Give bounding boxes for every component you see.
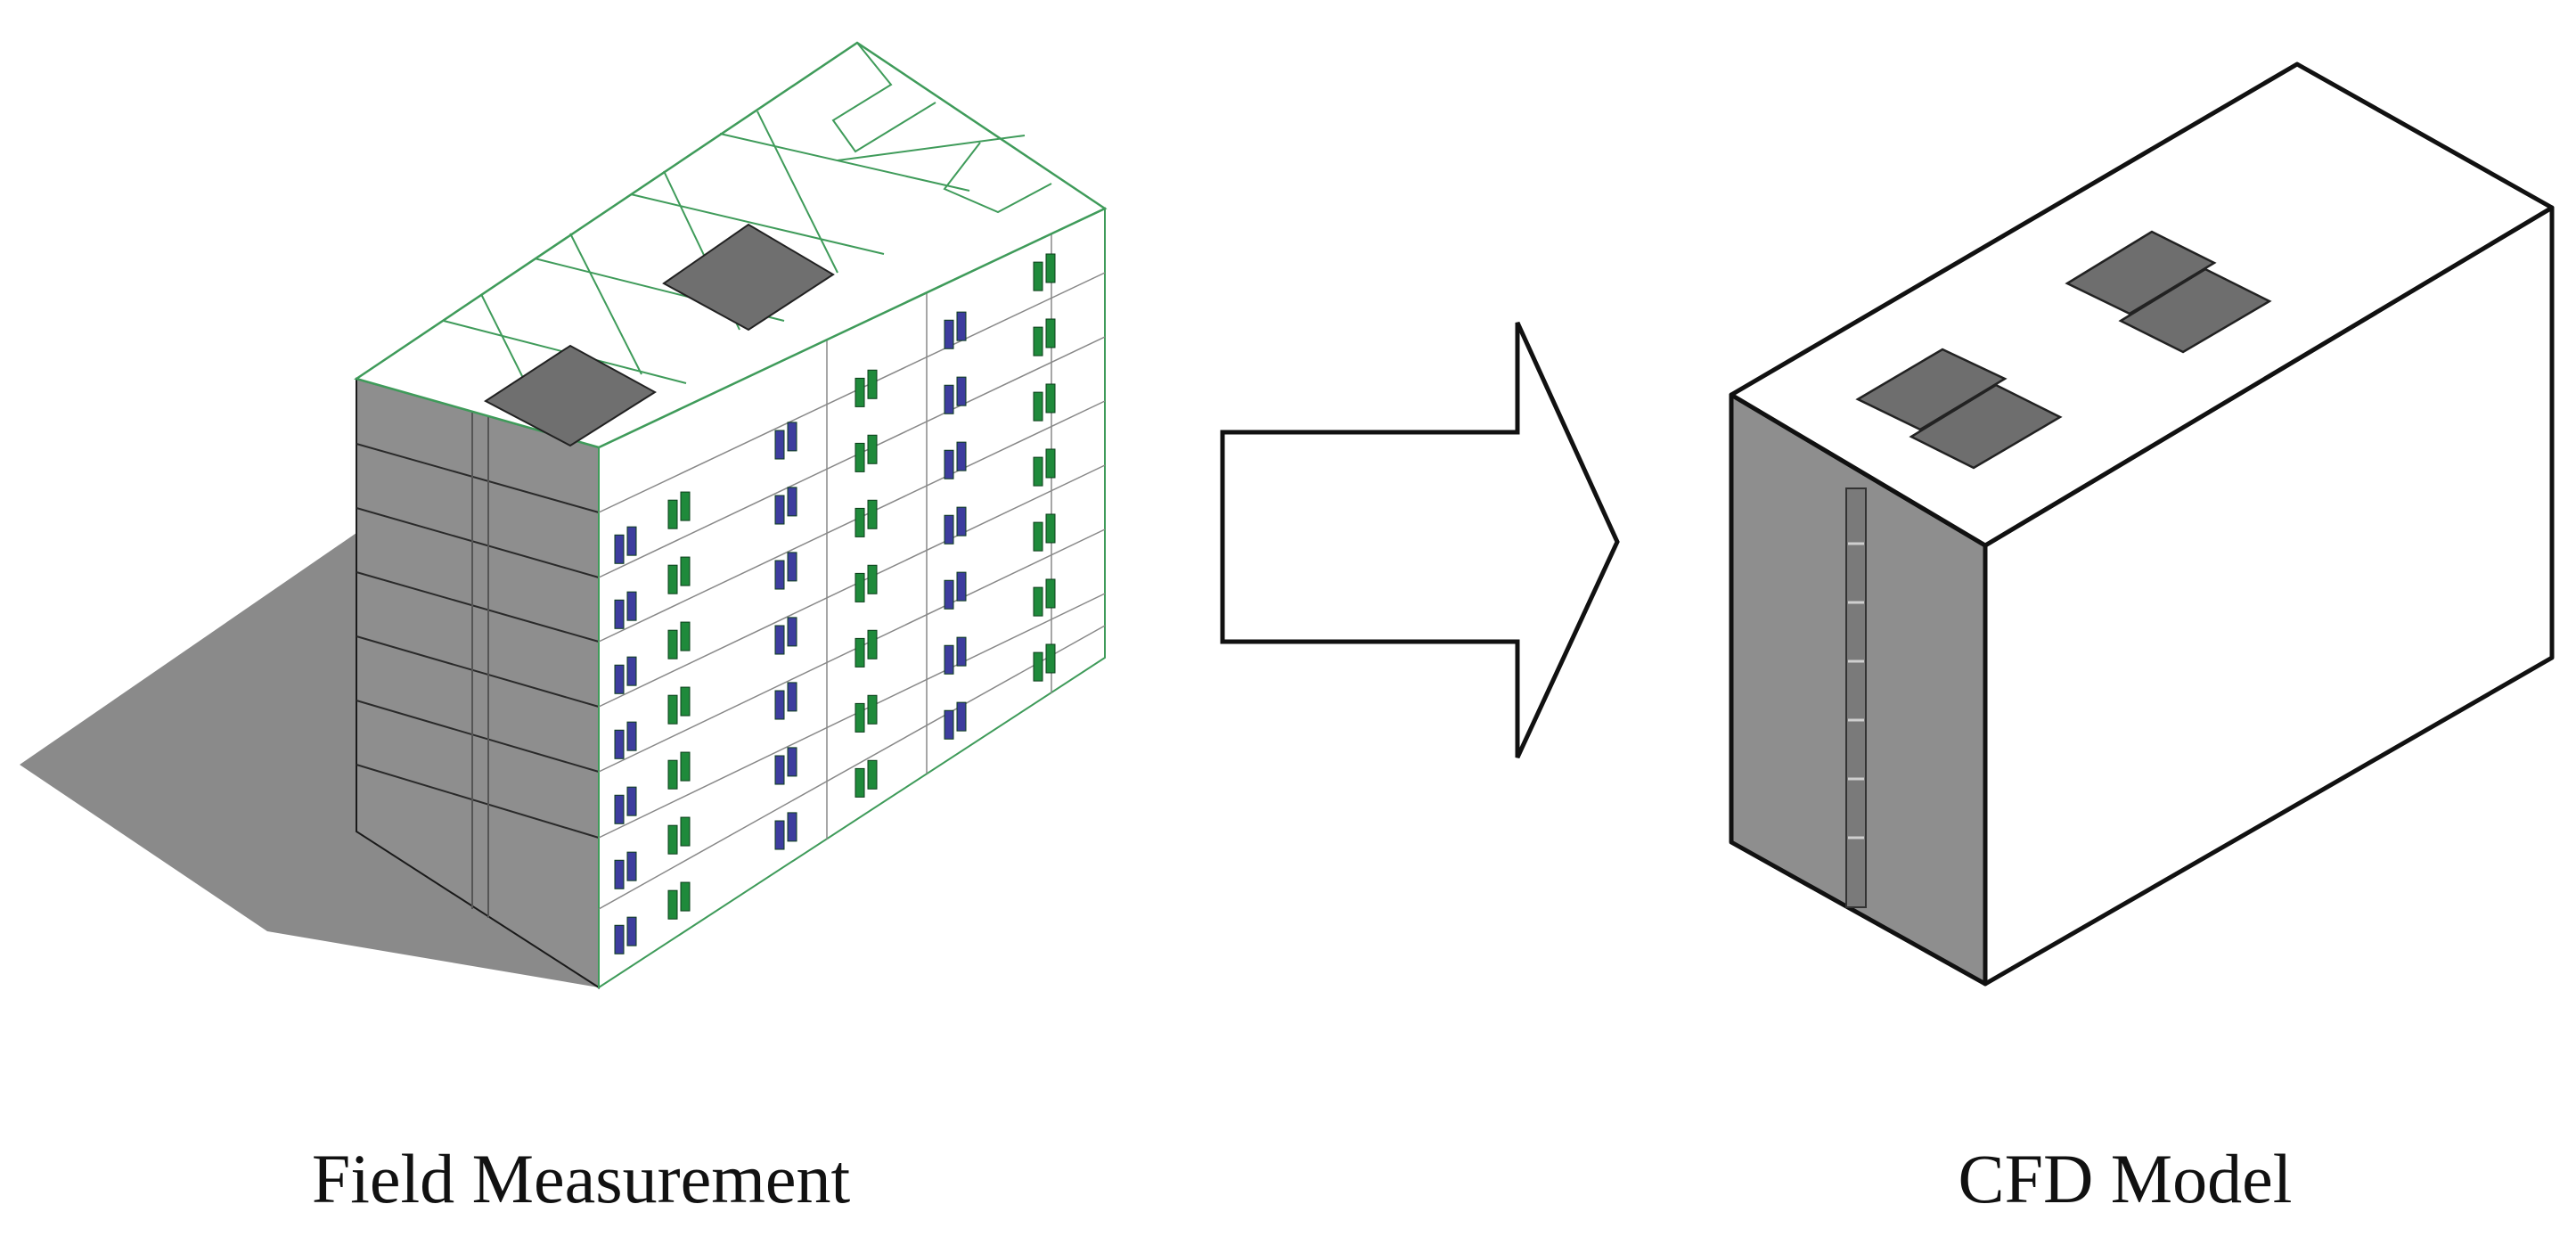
- roof-partition-lines: [443, 42, 1052, 420]
- window-pane: [867, 564, 878, 594]
- window-pane: [1033, 651, 1043, 682]
- window-pane: [855, 637, 865, 668]
- window-pane: [956, 701, 967, 732]
- window-pane: [956, 506, 967, 536]
- side-wall-floor-lines: [356, 412, 600, 918]
- window-pane: [1045, 513, 1056, 544]
- window-pane: [956, 441, 967, 471]
- window-pane: [626, 721, 637, 751]
- window-pane: [774, 755, 785, 785]
- cfd-model-caption: CFD Model: [1958, 1140, 2293, 1217]
- window-pane: [626, 591, 637, 621]
- window-pane: [626, 916, 637, 946]
- window-pane: [614, 599, 625, 629]
- window-pane: [774, 495, 785, 525]
- window-pane: [1033, 521, 1043, 552]
- window-pane: [867, 434, 878, 464]
- window-pane: [867, 499, 878, 529]
- window-pane: [787, 617, 797, 647]
- window-pane: [944, 514, 954, 545]
- transition-arrow: [1220, 321, 1620, 759]
- window-pane: [1045, 578, 1056, 609]
- window-pane: [944, 449, 954, 479]
- window-pane: [667, 824, 678, 855]
- window-pane: [787, 682, 797, 712]
- window-pane: [680, 556, 691, 586]
- window-pane: [614, 924, 625, 954]
- window-pane: [944, 709, 954, 740]
- window-pane: [667, 759, 678, 790]
- window-pane: [667, 889, 678, 920]
- window-pane: [855, 507, 865, 537]
- window-pane: [867, 694, 878, 725]
- window-pane: [1033, 261, 1043, 291]
- window-pane: [944, 384, 954, 414]
- window-pane: [680, 621, 691, 651]
- window-pane: [956, 571, 967, 602]
- window-pane: [944, 644, 954, 675]
- window-pane: [626, 656, 637, 686]
- window-pane: [855, 702, 865, 733]
- window-pane: [614, 859, 625, 889]
- window-pane: [680, 751, 691, 782]
- roof-light-wells: [484, 223, 835, 447]
- window-pane: [956, 636, 967, 667]
- window-pane: [680, 816, 691, 847]
- window-pane: [774, 560, 785, 590]
- window-pane: [614, 534, 625, 564]
- window-pane: [626, 526, 637, 556]
- window-pane: [774, 625, 785, 655]
- window-pane: [956, 376, 967, 406]
- window-pane: [787, 747, 797, 777]
- window-pane: [1033, 391, 1043, 422]
- window-pane: [944, 319, 954, 349]
- window-pane: [855, 377, 865, 407]
- window-pane: [787, 552, 797, 582]
- window-pane: [1033, 586, 1043, 617]
- cfd-vertical-shaft: [1845, 487, 1867, 908]
- window-pane: [855, 572, 865, 602]
- window-pane: [626, 786, 637, 816]
- window-pane: [667, 629, 678, 659]
- facade-windows: [614, 253, 1056, 954]
- window-pane: [1033, 326, 1043, 356]
- window-pane: [1045, 253, 1056, 283]
- window-pane: [867, 759, 878, 790]
- window-pane: [1045, 643, 1056, 674]
- field-measurement-caption: Field Measurement: [311, 1140, 851, 1217]
- window-pane: [667, 499, 678, 529]
- window-pane: [787, 812, 797, 842]
- window-pane: [680, 686, 691, 717]
- window-pane: [1045, 318, 1056, 348]
- window-pane: [774, 430, 785, 460]
- window-pane: [774, 690, 785, 720]
- cfd-light-wells: [1855, 230, 2272, 470]
- window-pane: [1045, 383, 1056, 414]
- window-pane: [680, 491, 691, 521]
- cfd-model-block: [1729, 61, 2555, 987]
- shaft-openings: [1848, 542, 1864, 840]
- window-pane: [867, 369, 878, 399]
- window-pane: [774, 820, 785, 850]
- window-pane: [667, 694, 678, 725]
- window-pane: [680, 881, 691, 912]
- window-pane: [855, 767, 865, 798]
- window-pane: [1033, 456, 1043, 487]
- window-pane: [944, 579, 954, 610]
- window-pane: [1045, 448, 1056, 479]
- window-pane: [626, 851, 637, 881]
- window-pane: [867, 629, 878, 659]
- window-pane: [787, 422, 797, 452]
- field-measurement-building: [20, 41, 1108, 989]
- window-pane: [855, 442, 865, 472]
- window-pane: [614, 794, 625, 824]
- window-pane: [614, 664, 625, 694]
- window-pane: [667, 564, 678, 594]
- window-pane: [787, 487, 797, 517]
- window-pane: [614, 729, 625, 759]
- window-pane: [956, 311, 967, 341]
